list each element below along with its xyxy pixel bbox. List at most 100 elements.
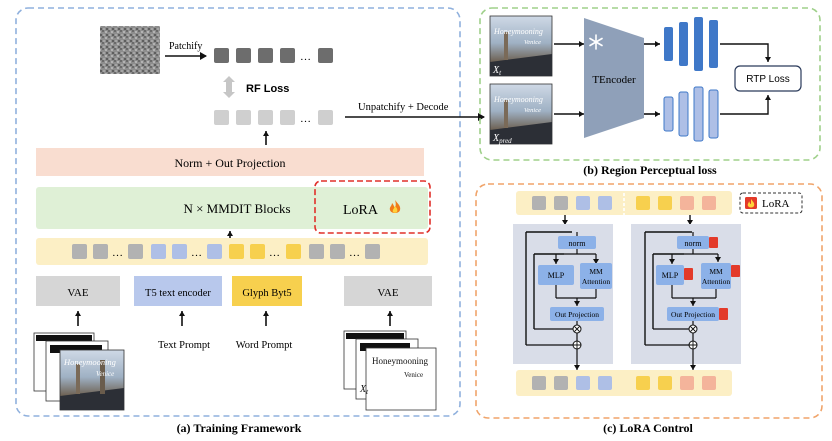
rf-loss-double-arrow: [223, 76, 235, 98]
token: [309, 244, 324, 259]
token: [258, 110, 273, 125]
tencoder-label: TEncoder: [592, 74, 636, 86]
region-panel-border: [479, 7, 821, 161]
out-projection-label: Out Projection: [671, 310, 715, 319]
mmdit-block-lora: norm MLP MM Attention Out Projection: [631, 224, 741, 370]
lora-label: LoRA: [343, 203, 379, 218]
lora-bottom-tokens: [532, 376, 716, 390]
mlp-box: [656, 265, 684, 285]
token: [229, 244, 244, 259]
rf-loss-label: RF Loss: [246, 83, 289, 95]
patchify-label: Patchify: [169, 41, 202, 52]
lora-legend-label: LoRA: [762, 198, 790, 210]
mlp-label: MLP: [662, 271, 679, 280]
norm-out-projection-label: Norm + Out Projection: [174, 156, 285, 170]
target-image: Honeymooning Venice Xt: [489, 15, 553, 77]
training-panel: Patchify … RF Loss … Unpatchify + Decode: [15, 7, 485, 435]
arrow-to-rtp: [720, 95, 771, 115]
x-t-top-symbol: Xt: [492, 65, 502, 77]
vae-right-label: VAE: [377, 287, 398, 299]
t5-encoder-label: T5 text encoder: [145, 288, 211, 299]
norm-box: [677, 236, 709, 249]
token: [93, 244, 108, 259]
fire-icon: [731, 265, 740, 277]
token: [318, 48, 333, 63]
lora-highlight-box: [314, 180, 431, 234]
fire-icon: [719, 308, 728, 320]
image-text-venice: Venice: [96, 370, 114, 378]
image-text-venice: Venice: [524, 39, 541, 46]
tencoder-block: [584, 18, 644, 138]
token: [280, 48, 295, 63]
rtp-loss-box: [734, 65, 802, 92]
token: [72, 244, 87, 259]
ellipsis: …: [300, 51, 311, 63]
mm-attention-box: [701, 263, 731, 289]
mmdit-block-base: norm MLP MM Attention Out Projection: [513, 224, 613, 370]
lora-bottom-strip: [516, 370, 732, 396]
mmdit-label: N × MMDIT Blocks: [183, 201, 290, 216]
token: [280, 110, 295, 125]
rtp-loss-label: RTP Loss: [746, 74, 790, 85]
fire-icon: [684, 268, 693, 280]
x-pred-symbol: Xpred: [492, 133, 512, 145]
arrow-to-rtp: [720, 43, 771, 62]
norm-label: norm: [569, 239, 587, 248]
masked-image-stack: Honeymooning Venice Xm: [33, 332, 125, 411]
token: [236, 48, 251, 63]
glyph-text-honeymooning: Honeymooning: [372, 356, 428, 366]
x-m-symbol: Xm: [47, 385, 59, 397]
mm-label: MM: [589, 267, 603, 276]
snowflake-icon: [589, 34, 603, 50]
norm-out-projection-block: [36, 148, 424, 176]
t5-encoder-block: [134, 276, 222, 306]
fire-icon: [389, 200, 401, 213]
lora-top-tokens: [532, 196, 716, 210]
ellipsis: …: [112, 247, 123, 259]
fire-icon: [745, 197, 757, 209]
out-projection-box: [550, 307, 604, 321]
token: [250, 244, 265, 259]
region-caption: (b) Region Perceptual loss: [583, 163, 717, 177]
token: [318, 110, 333, 125]
out-projection-box: [667, 307, 719, 321]
input-token-row: … … … …: [72, 244, 380, 259]
image-text-honeymooning: Honeymooning: [493, 27, 543, 36]
target-feature-bars: [664, 17, 718, 71]
token: [214, 110, 229, 125]
predicted-feature-bars: [663, 86, 719, 142]
token: [172, 244, 187, 259]
fire-icon: [709, 237, 718, 248]
noise-image: [100, 26, 160, 74]
mlp-label: MLP: [548, 271, 565, 280]
glyph-text-venice: Venice: [404, 371, 423, 379]
lora-control-panel: LoRA norm MLP MM Attention: [475, 183, 823, 435]
predicted-token-row: …: [214, 110, 333, 125]
image-text-venice: Venice: [524, 107, 541, 114]
glyph-image-stack: Honeymooning Venice Xt: [343, 330, 437, 411]
word-prompt-label: Word Prompt: [236, 340, 293, 351]
training-caption: (a) Training Framework: [177, 421, 302, 435]
token: [365, 244, 380, 259]
out-projection-label: Out Projection: [555, 310, 599, 319]
region-loss-panel: Honeymooning Venice Xt Honeymooning Veni…: [479, 7, 821, 177]
vae-right-block: [344, 276, 432, 306]
mm-attention-box: [580, 263, 612, 289]
image-text-honeymooning: Honeymooning: [493, 95, 543, 104]
training-panel-border: [15, 7, 461, 417]
x-t-symbol: Xt: [359, 384, 369, 396]
unpatchify-label: Unpatchify + Decode: [358, 102, 449, 113]
noised-token-row: …: [214, 48, 333, 63]
token: [207, 244, 222, 259]
token: [286, 244, 301, 259]
token: [128, 244, 143, 259]
norm-box: [558, 236, 596, 249]
lora-panel-border: [475, 183, 823, 419]
token: [151, 244, 166, 259]
norm-label: norm: [685, 239, 703, 248]
attention-label: Attention: [582, 277, 611, 286]
glyph-byt5-block: [232, 276, 302, 306]
vae-left-block: [36, 276, 120, 306]
ellipsis: …: [191, 247, 202, 259]
